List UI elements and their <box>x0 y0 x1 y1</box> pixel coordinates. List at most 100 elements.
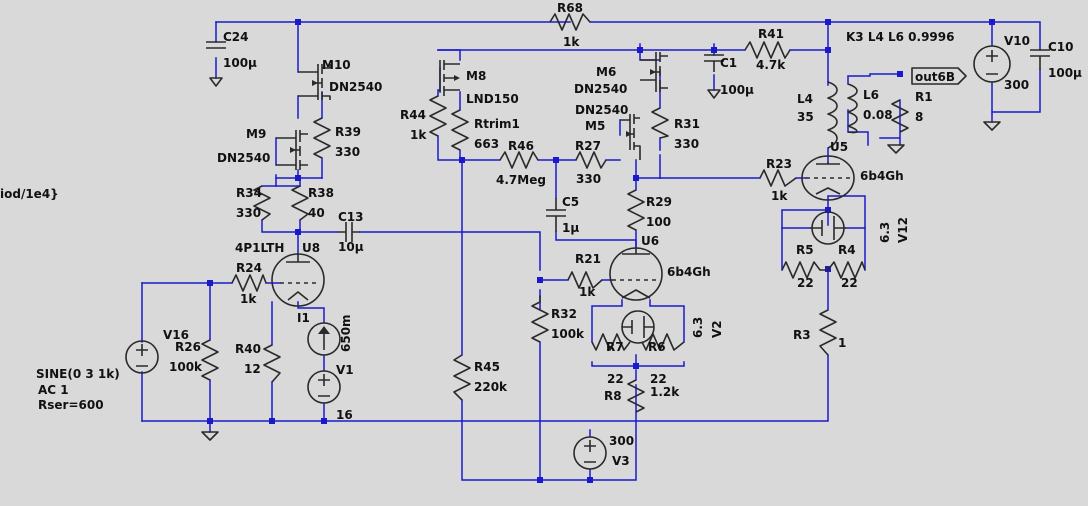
label-r45: R45 <box>474 360 500 374</box>
label-r34-value: 330 <box>236 206 261 220</box>
mosfet-m5[interactable] <box>620 114 641 160</box>
resistor-r3[interactable] <box>819 309 837 356</box>
label-r4: R4 <box>838 243 856 257</box>
mosfet-m10[interactable] <box>298 64 331 100</box>
label-i1-value: 650m <box>339 314 353 352</box>
resistor-r8[interactable] <box>627 379 645 413</box>
source-v1[interactable] <box>307 370 341 404</box>
label-m10-value: DN2540 <box>329 80 382 94</box>
label-r7: R7 <box>606 340 624 354</box>
resistor-r23[interactable] <box>759 169 797 187</box>
mosfet-m8[interactable] <box>439 60 460 96</box>
triode-u6[interactable] <box>609 247 663 301</box>
label-v1-value: 16 <box>336 408 353 422</box>
inductor-l6[interactable] <box>847 83 858 134</box>
label-r31-value: 330 <box>674 137 699 151</box>
label-r23-value: 1k <box>771 189 788 203</box>
label-r6-value: 22 <box>650 372 667 386</box>
source-v10[interactable] <box>973 45 1011 131</box>
resistor-r24[interactable] <box>231 274 267 292</box>
label-r68-value: 1k <box>563 35 580 49</box>
label-c5-value: 1µ <box>562 221 579 235</box>
label-r26-value: 100k <box>169 360 203 374</box>
label-c10: C10 <box>1048 40 1074 54</box>
label-r6: R6 <box>648 340 666 354</box>
label-c5: C5 <box>562 195 579 209</box>
label-r29-value: 100 <box>646 215 671 229</box>
current-source-i1[interactable] <box>307 322 341 356</box>
resistor-r29[interactable] <box>627 189 645 231</box>
resistor-rtrim1[interactable] <box>451 109 469 151</box>
triode-u5[interactable] <box>801 155 855 201</box>
label-r68: R68 <box>557 1 583 15</box>
label-v12-value: 6.3 <box>878 222 892 243</box>
mosfet-m6[interactable] <box>640 52 668 92</box>
capacitor-c1[interactable] <box>704 54 724 99</box>
resistor-r40[interactable] <box>263 344 281 383</box>
resistor-r44[interactable] <box>429 95 447 137</box>
resistor-r21[interactable] <box>567 271 603 289</box>
label-r27-value: 330 <box>576 172 601 186</box>
label-coupling: K3 L4 L6 0.9996 <box>846 30 954 44</box>
source-v16[interactable] <box>125 340 159 374</box>
capacitor-c13[interactable] <box>338 222 360 242</box>
label-l4: L4 <box>797 92 813 106</box>
label-m6: M6 <box>596 65 616 79</box>
resistor-r34[interactable] <box>253 185 271 221</box>
resistor-r68[interactable] <box>549 13 591 31</box>
ground-input <box>201 431 219 441</box>
label-m10: M10 <box>322 58 351 72</box>
resistor-r31[interactable] <box>651 107 669 139</box>
label-i1: I1 <box>297 311 310 325</box>
label-r38-value: 40 <box>308 206 325 220</box>
label-v2: V2 <box>710 320 724 338</box>
label-r24-value: 1k <box>240 292 257 306</box>
label-v3-value: 300 <box>609 434 634 448</box>
resistor-r5[interactable] <box>781 261 828 279</box>
wires <box>141 21 1041 481</box>
label-c1-value: 100µ <box>720 83 754 97</box>
inductor-l4[interactable] <box>827 81 838 149</box>
resistor-r41[interactable] <box>744 41 791 59</box>
label-r39-value: 330 <box>335 145 360 159</box>
capacitor-c24[interactable] <box>206 41 226 87</box>
label-r45-value: 220k <box>474 380 508 394</box>
source-v3[interactable] <box>573 436 607 470</box>
resistor-r38[interactable] <box>291 185 309 221</box>
label-rtrim1-value: 663 <box>474 137 499 151</box>
resistor-r27[interactable] <box>575 151 607 169</box>
label-r32: R32 <box>551 307 577 321</box>
label-side-directive: iod/1e4} <box>0 187 59 201</box>
heater-source-v12[interactable] <box>810 211 846 245</box>
label-r44-value: 1k <box>410 128 427 142</box>
resistor-r7[interactable] <box>591 333 631 351</box>
label-v10-value: 300 <box>1004 78 1029 92</box>
resistor-r39[interactable] <box>313 117 331 159</box>
label-r7-value: 22 <box>607 372 624 386</box>
label-r5: R5 <box>796 243 814 257</box>
label-rtrim1: Rtrim1 <box>474 117 520 131</box>
label-r24: R24 <box>236 261 262 275</box>
triode-u8[interactable] <box>271 253 325 307</box>
label-source-ac: AC 1 <box>38 383 69 397</box>
mosfet-m9[interactable] <box>276 130 308 170</box>
capacitor-c10[interactable] <box>1030 49 1050 70</box>
resistor-r45[interactable] <box>453 354 471 401</box>
label-r32-value: 100k <box>551 327 585 341</box>
heater-source-v2[interactable] <box>621 310 655 344</box>
label-m8: M8 <box>466 69 486 83</box>
net-flag-out6b[interactable] <box>911 67 967 85</box>
capacitor-c5[interactable] <box>546 198 566 232</box>
resistor-r6[interactable] <box>641 333 685 351</box>
labels: iod/1e4} R68 1k C24 100µ M10 DN2540 R39 … <box>0 1 1082 468</box>
resistor-r32[interactable] <box>531 296 549 343</box>
label-r3-value: 1 <box>838 336 846 350</box>
label-r23: R23 <box>766 157 792 171</box>
label-l6-value: 0.08 <box>863 108 893 122</box>
label-c24-value: 100µ <box>223 56 257 70</box>
resistor-r4[interactable] <box>827 261 866 279</box>
resistor-r26[interactable] <box>201 339 219 381</box>
resistor-r46[interactable] <box>499 151 539 169</box>
label-m5-value: DN2540 <box>575 103 628 117</box>
resistor-r1[interactable] <box>891 99 909 133</box>
